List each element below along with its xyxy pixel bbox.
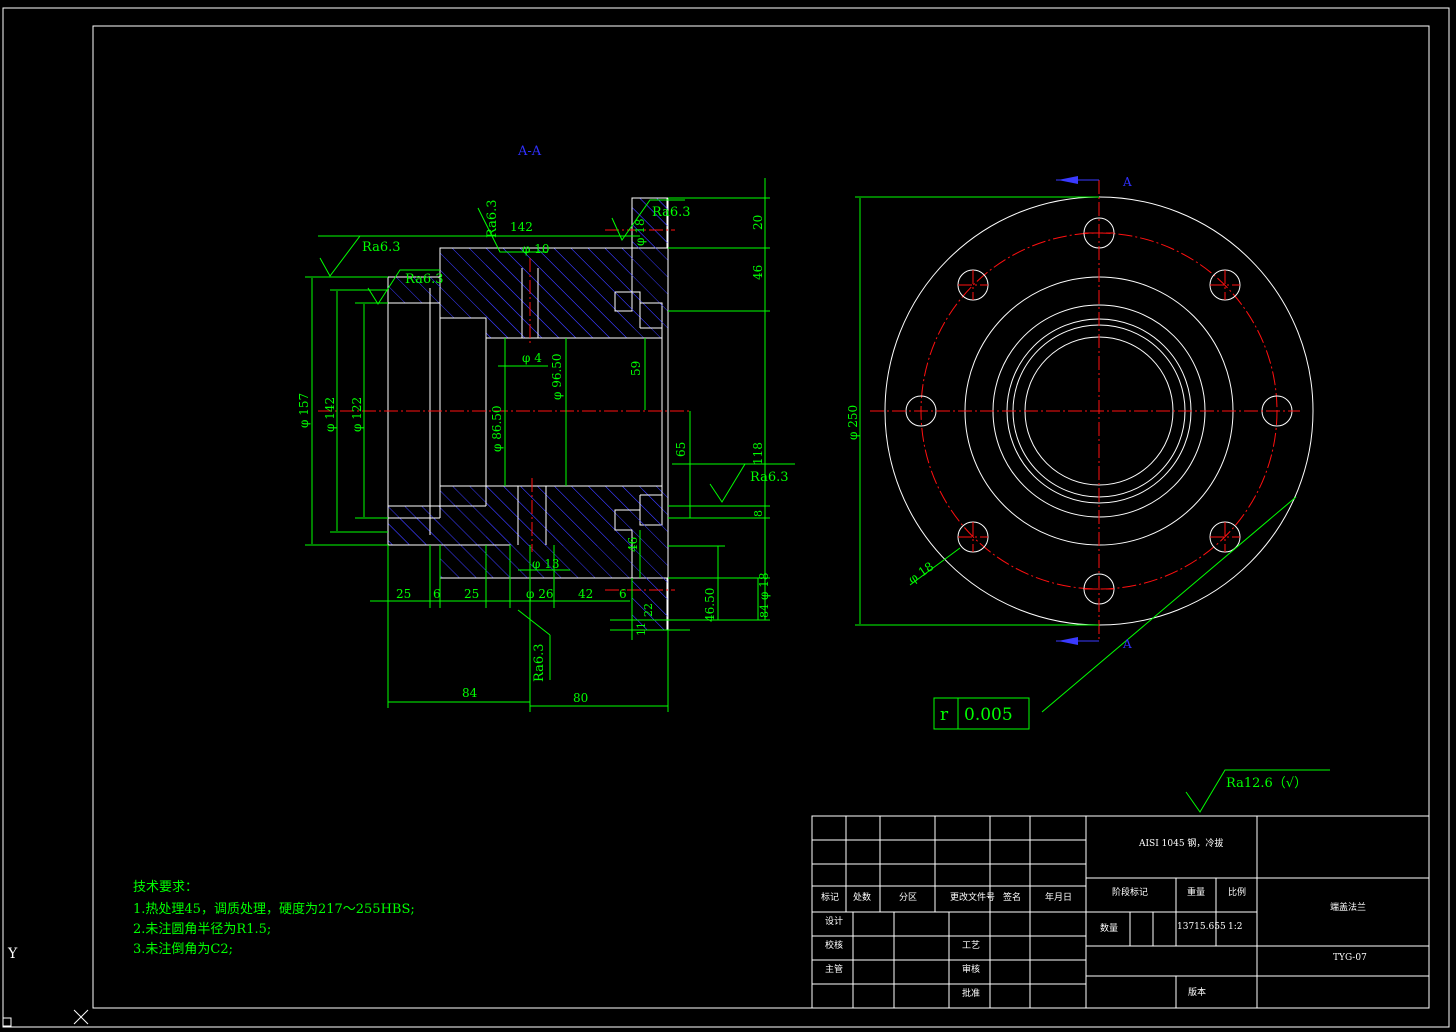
front-dimension-lines (855, 196, 1297, 713)
header-date: 年月日 (1045, 891, 1072, 903)
dimension-text: 84 (462, 686, 478, 700)
view-mark-top: A (1122, 175, 1132, 189)
dimension-text: φ 157 (297, 393, 311, 428)
roughness-label: Ra6.3 (652, 205, 691, 220)
roughness-label: Ra6.3 (485, 199, 500, 238)
title-block-grid (811, 815, 1430, 1009)
section-view (318, 197, 690, 631)
header-mark: 标记 (821, 891, 839, 903)
dimension-text: 6 (619, 587, 627, 601)
row-check: 校核 (825, 939, 843, 951)
notes-line: 2.未注圆角半径为R1.5; (133, 922, 271, 937)
material: AISI 1045 钢，冷拔 (1138, 837, 1223, 849)
row-process: 工艺 (962, 940, 980, 951)
roughness-label: Ra6.3 (750, 470, 789, 485)
dimension-text: 8 (752, 510, 765, 517)
drawing-number: TYG-07 (1333, 953, 1367, 963)
dimension-text: 46 (626, 537, 640, 552)
weight-label: 重量 (1187, 886, 1205, 898)
dimension-text: 25 (396, 587, 411, 601)
weight-value: 13715.655 (1177, 922, 1226, 932)
dimension-text: φ 142 (323, 397, 337, 432)
hole-centermarks (958, 232, 1240, 590)
dimension-text: φ 18 (906, 559, 937, 586)
technical-notes: 技术要求： 1.热处理45，调质处理，硬度为217～255HBS; 2.未注圆角… (133, 880, 415, 957)
tolerance-frame: r 0.005 (933, 697, 1030, 730)
section-hatch (387, 197, 668, 631)
roughness-label: Ra6.3 (362, 240, 401, 255)
stage-label: 阶段标记 (1112, 886, 1148, 898)
header-docno: 更改文件号 (950, 891, 995, 903)
row-approve: 批准 (962, 987, 980, 999)
tolerance-value: 0.005 (964, 705, 1013, 725)
dimension-text: φ 4 (522, 351, 542, 365)
dimension-text: φ 250 (846, 405, 860, 440)
dimension-text: 84 (758, 604, 771, 618)
notes-line: 1.热处理45，调质处理，硬度为217～255HBS; (133, 901, 415, 917)
header-zone: 分区 (899, 892, 917, 903)
view-mark-bottom: A (1122, 637, 1132, 651)
general-roughness: Ra12.6（√） (1226, 776, 1307, 791)
dimension-text: 20 (751, 215, 765, 230)
part-name: 端盖法兰 (1330, 901, 1366, 913)
header-sign: 签名 (1003, 891, 1021, 903)
dimension-text: φ 122 (350, 397, 364, 432)
dimension-text: 46.50 (703, 588, 717, 622)
dimension-text: 11 (635, 622, 648, 636)
ucs-icon: Y (2, 946, 89, 1027)
dimension-text: 142 (510, 220, 533, 234)
row-review: 审核 (962, 963, 980, 975)
dimension-text: φ 96.50 (550, 353, 564, 400)
scale-label: 比例 (1228, 886, 1246, 898)
dimension-text: 22 (642, 603, 655, 617)
roughness-label: Ra6.3 (532, 643, 547, 682)
dimension-text: 6 (433, 587, 441, 601)
row-design: 设计 (825, 915, 843, 927)
version-label: 版本 (1188, 986, 1206, 998)
view-arrows (1056, 176, 1099, 645)
front-view (870, 180, 1314, 640)
notes-line: 3.未注倒角为C2; (133, 942, 233, 957)
dimension-text: 46 (751, 265, 765, 280)
title-block-text: AISI 1045 钢，冷拔 标记 处数 分区 更改文件号 签名 年月日 阶段标… (821, 837, 1367, 999)
roughness-symbols (319, 199, 1330, 813)
qty-label: 数量 (1100, 922, 1118, 934)
dimension-text: φ 26 (526, 587, 554, 601)
dimension-text: 65 (674, 442, 688, 457)
dimension-text: 59 (629, 361, 643, 376)
outer-border (2, 7, 1450, 1028)
dimension-text: φ 13 (532, 557, 560, 571)
ucs-y-label: Y (7, 946, 18, 962)
dimension-text: φ 86.50 (490, 405, 504, 452)
section-label: A-A (517, 144, 542, 159)
dimension-text: 118 (751, 442, 765, 465)
dimension-text: φ 18 (633, 219, 647, 247)
dimension-text: 80 (573, 691, 588, 705)
notes-title: 技术要求： (133, 880, 198, 895)
scale-value: 1:2 (1228, 922, 1242, 932)
roughness-label: Ra6.3 (405, 272, 444, 287)
dimension-text: 42 (578, 587, 593, 601)
inner-border (92, 25, 1430, 1009)
dimension-text: φ 10 (522, 242, 550, 256)
dimension-text: φ 18 (757, 573, 771, 601)
header-count: 处数 (853, 891, 871, 903)
row-main: 主管 (825, 963, 843, 975)
tolerance-symbol: r (940, 705, 949, 725)
dimension-text: 25 (464, 587, 479, 601)
